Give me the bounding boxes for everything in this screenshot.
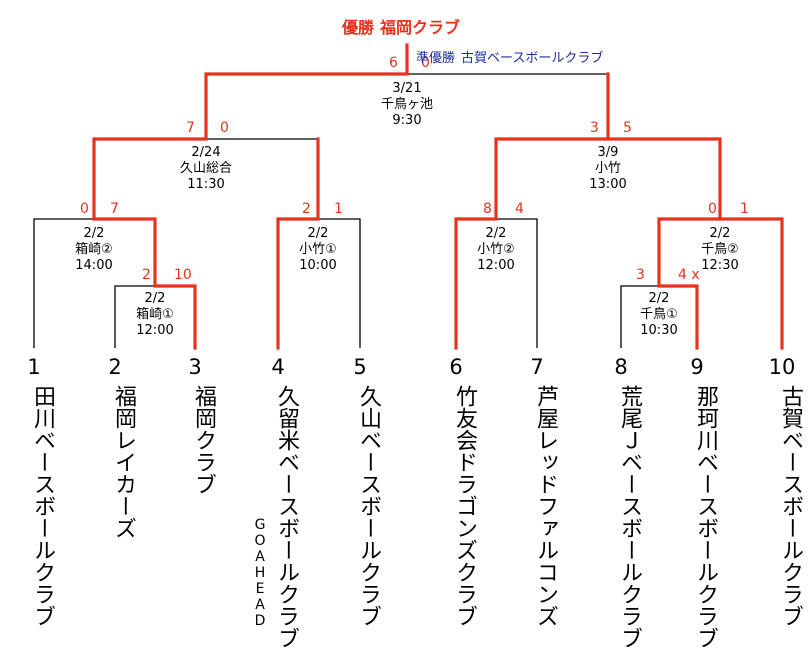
winner-path-team-10 — [718, 217, 784, 350]
team-name-2: 福岡レイカーズ — [111, 385, 136, 539]
match-time-r1_1: 14:00 — [75, 258, 112, 273]
score-right-sf_2: 5 — [623, 120, 632, 136]
team-seed-4: 4 — [271, 355, 285, 379]
team-name-9: 那珂川ベースボールクラブ — [693, 385, 718, 649]
team-name-7: 芦屋レッドファルコンズ — [533, 385, 558, 627]
match-venue-final: 千鳥ヶ池 — [381, 97, 433, 112]
runner-up-label: 準優勝古賀ベースボールクラブ — [416, 50, 603, 66]
team-name-3: 福岡クラブ — [191, 385, 216, 495]
match-venue-r1_4: 千鳥② — [701, 242, 739, 257]
match-date-r1_1: 2/2 — [84, 226, 105, 241]
team-seed-7: 7 — [530, 355, 544, 379]
team-seed-8: 8 — [614, 355, 628, 379]
match-venue-r1_1: 箱崎② — [75, 241, 113, 257]
match-time-m_a: 12:00 — [136, 323, 173, 338]
winner-path-team-9 — [606, 137, 722, 350]
winner-path-champion — [92, 43, 409, 350]
winner-path-team-4 — [276, 137, 320, 350]
match-venue-r1_3: 小竹② — [477, 242, 515, 257]
match-date-final: 3/21 — [392, 81, 421, 96]
team-seed-3: 3 — [188, 355, 202, 379]
match-date-m_b: 2/2 — [649, 291, 670, 306]
team-seed-9: 9 — [690, 355, 704, 379]
score-left-m_a: 2 — [142, 267, 151, 283]
score-left-r1_1: 0 — [80, 201, 89, 217]
score-left-final: 6 — [389, 55, 398, 71]
match-venue-m_a: 箱崎① — [136, 306, 174, 322]
match-date-sf_1: 2/24 — [191, 145, 220, 160]
score-left-sf_2: 3 — [590, 120, 599, 136]
match-time-sf_2: 13:00 — [589, 177, 626, 192]
match-date-r1_3: 2/2 — [486, 226, 507, 241]
score-left-r1_2: 2 — [302, 201, 311, 217]
score-left-r1_3: 8 — [483, 201, 492, 217]
match-venue-r1_2: 小竹① — [299, 242, 337, 257]
team-seed-5: 5 — [353, 355, 367, 379]
score-right-m_b: 4 x — [678, 267, 700, 283]
score-right-r1_4: 1 — [740, 201, 749, 217]
score-right-sf_1: 0 — [220, 120, 229, 136]
winner-path-team-6 — [454, 72, 610, 350]
match-time-final: 9:30 — [392, 113, 421, 128]
team-name-10: 古賀ベースボールクラブ — [778, 385, 803, 627]
team-seed-10: 10 — [768, 355, 796, 379]
team-subname-4: GOAHEAD — [252, 517, 268, 629]
champion-label: 優勝福岡クラブ — [341, 18, 460, 37]
score-right-r1_1: 7 — [110, 201, 119, 217]
score-right-final: 0 — [421, 55, 430, 71]
match-time-m_b: 10:30 — [640, 323, 677, 338]
match-venue-m_b: 千鳥① — [640, 307, 678, 322]
match-date-r1_2: 2/2 — [308, 226, 329, 241]
match-venue-sf_1: 久山総合 — [180, 161, 232, 176]
team-name-4: 久留米ベースボールクラブ — [274, 385, 299, 649]
match-date-m_a: 2/2 — [145, 291, 166, 306]
score-left-m_b: 3 — [636, 267, 645, 283]
score-left-sf_1: 7 — [186, 120, 195, 136]
score-right-m_a: 10 — [174, 267, 192, 283]
match-time-sf_1: 11:30 — [187, 177, 224, 192]
bracket-lines — [33, 43, 784, 350]
match-date-r1_4: 2/2 — [710, 226, 731, 241]
score-right-r1_3: 4 — [515, 201, 524, 217]
team-seed-6: 6 — [449, 355, 463, 379]
team-name-8: 荒尾Ｊベースボールクラブ — [617, 385, 642, 649]
team-name-6: 竹友会ドラゴンズクラブ — [452, 385, 477, 627]
match-date-sf_2: 3/9 — [598, 145, 619, 160]
score-left-r1_4: 0 — [708, 201, 717, 217]
match-time-r1_3: 12:00 — [477, 258, 514, 273]
match-venue-sf_2: 小竹 — [595, 161, 621, 176]
team-name-5: 久山ベースボールクラブ — [356, 385, 381, 627]
score-right-r1_2: 1 — [334, 201, 343, 217]
match-time-r1_2: 10:00 — [299, 258, 336, 273]
team-seed-2: 2 — [108, 355, 122, 379]
team-name-1: 田川ベースボールクラブ — [30, 385, 55, 627]
team-seed-1: 1 — [27, 355, 41, 379]
match-time-r1_4: 12:30 — [701, 258, 738, 273]
